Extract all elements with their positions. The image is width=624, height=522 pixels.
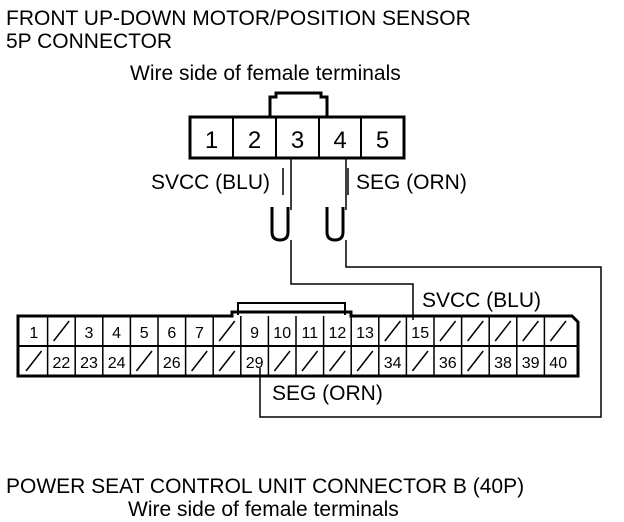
connector-40p-terminal-4: 4: [112, 325, 121, 342]
connector-40p-unused-cavity: [273, 350, 291, 372]
connector-40p-terminal-23: 23: [80, 355, 98, 372]
connector-40p-terminal-9: 9: [250, 325, 259, 342]
connector-40p-terminal-24: 24: [108, 355, 126, 372]
connector-40p-terminal-38: 38: [494, 355, 512, 372]
seg-wire: [259, 240, 602, 418]
connector-40p-terminal-3: 3: [85, 325, 94, 342]
connector-40p-view-label: Wire side of female terminals: [128, 498, 399, 521]
connector-40p-unused-cavity: [218, 320, 236, 342]
connector-5p-seg-label: SEG (ORN): [356, 171, 467, 194]
connector-40p-terminal-26: 26: [163, 355, 181, 372]
connector-40p-unused-cavity: [301, 350, 319, 372]
connector-40p-unused-cavity: [522, 320, 539, 342]
connector-40p-terminal-40: 40: [549, 355, 567, 372]
connector-40p-unused-cavity: [135, 350, 153, 372]
connector-40p-unused-cavity: [329, 350, 346, 372]
connector-40p-title: POWER SEAT CONTROL UNIT CONNECTOR B (40P…: [6, 475, 525, 498]
connector-40p-terminal-39: 39: [522, 355, 540, 372]
connector-5p-terminal-5: 5: [376, 127, 389, 154]
seg-probe-clip: [325, 207, 345, 242]
connector-5p-terminal-4: 4: [333, 127, 346, 154]
connector-5p-title-line1: FRONT UP-DOWN MOTOR/POSITION SENSOR: [6, 7, 471, 30]
connector-40p-unused-cavity: [25, 350, 43, 372]
connector-40p-unused-cavity: [439, 320, 457, 342]
connector-40p-terminal-29: 29: [246, 355, 264, 372]
connector-5p-svcc-label: SVCC (BLU): [151, 171, 271, 194]
svcc-probe-clip: [270, 207, 290, 242]
connector-40p-terminal-6: 6: [167, 325, 176, 342]
connector-5p-view-label: Wire side of female terminals: [130, 62, 401, 85]
connector-5p-terminal-2: 2: [248, 127, 261, 154]
connector-40p-unused-cavity: [467, 350, 484, 372]
connector-40p-latch: [237, 302, 346, 315]
connector-40p-terminal-36: 36: [439, 355, 457, 372]
connector-40p-terminal-15: 15: [411, 325, 429, 342]
svcc-wire: [290, 240, 414, 320]
connector-40p-seg-label: SEG (ORN): [272, 382, 383, 405]
connector-40p-terminal-22: 22: [53, 355, 71, 372]
connector-40p-terminal-13: 13: [356, 325, 374, 342]
connector-5p-terminal-3: 3: [291, 127, 304, 154]
connector-5p-body: [188, 115, 406, 160]
connector-40p-unused-cavity: [191, 350, 208, 372]
connector-40p-terminal-10: 10: [273, 325, 291, 342]
connector-40p-terminal-1: 1: [29, 325, 38, 342]
connector-40p-unused-cavity: [467, 320, 484, 342]
connector-40p-terminal-11: 11: [301, 325, 318, 342]
connector-40p-unused-cavity: [549, 320, 567, 342]
connector-40p-terminal-5: 5: [140, 325, 149, 342]
connector-5p-terminal-1: 1: [205, 127, 218, 154]
connector-40p-unused-cavity: [53, 320, 70, 342]
connector-40p-svcc-label: SVCC (BLU): [422, 289, 542, 312]
connector-40p-unused-cavity: [384, 320, 401, 342]
connector-40p-unused-cavity: [356, 350, 374, 372]
connector-40p-unused-cavity: [218, 350, 236, 372]
connector-5p-latch: [268, 91, 329, 117]
connector-40p-terminal-34: 34: [384, 355, 402, 372]
connector-40p-unused-cavity: [494, 320, 512, 342]
connector-40p-terminal-12: 12: [329, 325, 347, 342]
connector-5p-title-line2: 5P CONNECTOR: [6, 30, 173, 53]
connector-40p-unused-cavity: [411, 350, 429, 372]
connector-40p-terminal-7: 7: [195, 325, 204, 342]
